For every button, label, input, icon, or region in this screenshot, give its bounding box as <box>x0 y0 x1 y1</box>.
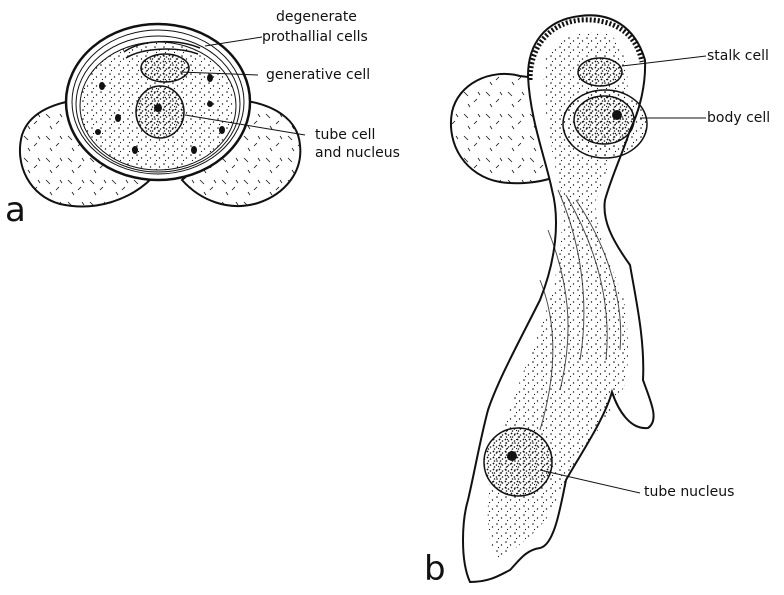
label-tube-cell-line2: and nucleus <box>315 145 400 161</box>
label-body-cell: body cell <box>707 110 770 126</box>
label-tube-nucleus: tube nucleus <box>644 484 734 500</box>
label-stalk-cell: stalk cell <box>707 48 769 64</box>
label-degenerate-line1: degenerate <box>276 9 357 25</box>
panel-letter-b: b <box>424 552 446 586</box>
label-tube-cell-line1: tube cell <box>315 127 375 143</box>
panel-letter-a: a <box>5 193 26 227</box>
label-degenerate-line2: prothallial cells <box>262 29 368 45</box>
label-generative-cell: generative cell <box>266 67 370 83</box>
pollen-grain-a <box>20 24 305 206</box>
